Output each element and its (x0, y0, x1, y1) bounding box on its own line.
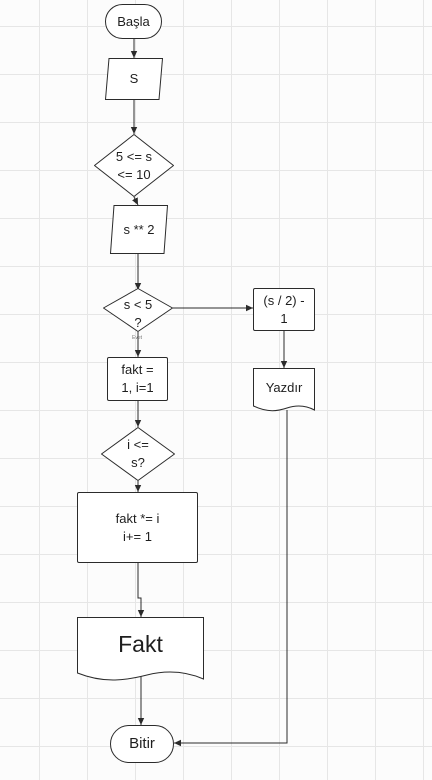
print-document[interactable]: Yazdır (253, 368, 315, 413)
range-decision[interactable]: 5 <= s <= 10 (94, 134, 174, 197)
init-label: fakt = 1, i=1 (121, 362, 154, 395)
less-decision[interactable]: s < 5 ? (103, 288, 173, 332)
arrow-body-to-output (137, 563, 145, 617)
print-label: Yazdır (265, 380, 303, 395)
loop-decision-label: i <= s? (127, 437, 149, 470)
range-decision-label: 5 <= s <= 10 (115, 148, 153, 182)
right-process[interactable]: (s / 2) - 1 (253, 288, 315, 331)
output-label: Fakt (118, 631, 163, 657)
input-parallelogram[interactable]: S (104, 58, 164, 100)
arrow-range-to-square (132, 196, 139, 206)
init-process[interactable]: fakt = 1, i=1 (107, 357, 168, 401)
right-process-label: (s / 2) - 1 (263, 292, 305, 326)
end-label: Bitir (129, 734, 155, 752)
arrow-print-to-end (174, 410, 288, 747)
yes-branch-label: Evet (132, 335, 143, 341)
start-terminal[interactable]: Başla (105, 4, 162, 39)
loop-body-process[interactable]: fakt *= i i+= 1 (77, 492, 198, 563)
start-label: Başla (117, 13, 150, 29)
output-document[interactable]: Fakt (77, 617, 204, 683)
loop-body-label: fakt *= i i+= 1 (115, 510, 160, 544)
less-decision-label: s < 5 ? (123, 297, 153, 330)
square-label: s ** 2 (123, 221, 155, 237)
loop-decision[interactable]: i <= s? (101, 427, 175, 481)
input-label: S (129, 71, 139, 87)
end-terminal[interactable]: Bitir (110, 725, 174, 763)
square-parallelogram[interactable]: s ** 2 (109, 205, 169, 254)
